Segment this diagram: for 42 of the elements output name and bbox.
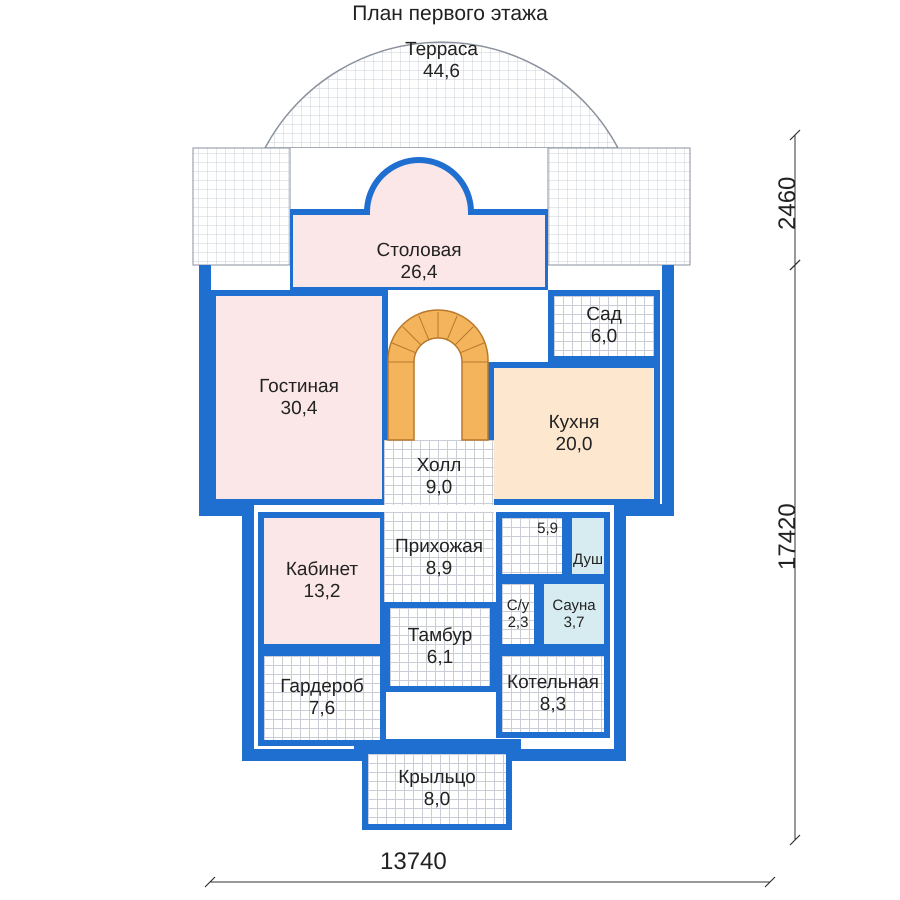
room-area: 20,0 [556,434,592,456]
room-name: Сад [586,304,622,326]
room-area: 8,3 [540,694,566,716]
living-room [210,290,388,505]
room-area: 26,4 [400,262,438,284]
room-area: 6,0 [590,326,618,348]
entrance-hall [384,512,494,604]
room-name: Тамбур [408,625,472,647]
room-area: 44,6 [423,60,460,83]
kitchen [488,362,660,505]
room-name: Столовая [376,240,462,262]
room-label: 5,9 [537,520,558,538]
room-name: Кабинет [286,559,358,581]
hall [384,440,494,505]
room-area: 2,3 [508,614,528,632]
room-name: Холл [416,455,462,478]
dimension-label: 13740 [380,848,447,876]
room-name: Сауна [552,596,596,614]
room-name: Гостиная [259,376,339,398]
room-area: 30,4 [280,398,318,420]
dimension-label: 17420 [774,503,802,570]
room-area: 3,7 [564,614,584,632]
room-name: С/у [506,596,530,614]
room-name: Гардероб [280,676,364,698]
room-label: Душ [572,550,604,568]
garden-room [548,290,660,362]
dimension-label: 2460 [774,176,802,230]
room-area: 13,2 [304,581,340,603]
room-area: 9,0 [426,477,452,499]
room-name: Крыльцо [398,767,476,789]
room-name: Прихожая [394,536,484,558]
boiler-room [496,650,610,738]
room-area: 6,1 [426,647,454,669]
room-area: 8,9 [426,558,452,580]
room-name: Терраса [405,39,478,61]
study-room [258,512,386,650]
room-area: 7,6 [308,698,336,720]
room-name: Котельная [507,672,599,694]
plan-title: План первого этажа [351,2,549,26]
porch [362,748,512,830]
room-name: Кухня [548,412,600,434]
room-area: 8,0 [424,789,450,811]
